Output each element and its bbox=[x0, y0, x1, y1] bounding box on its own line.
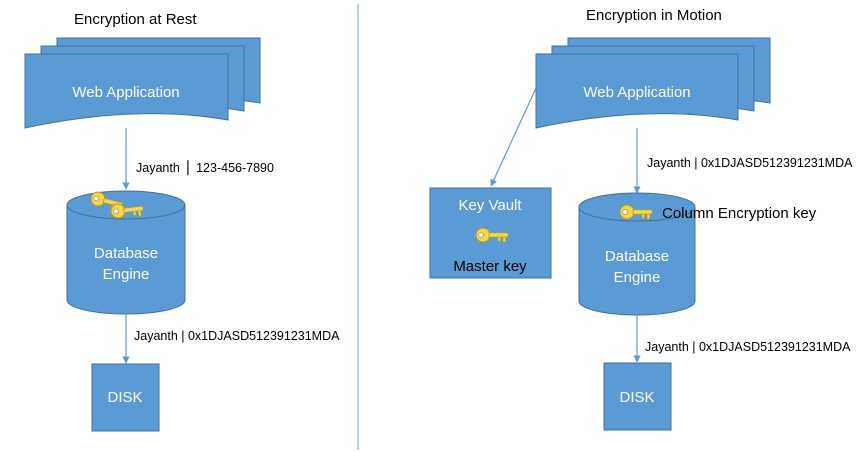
disk-box: DISK bbox=[603, 362, 672, 431]
flow-label-encrypted-disk: Jayanth | 0x1DJASD512391231MDA bbox=[645, 340, 851, 354]
key-vault-label: Key Vault bbox=[458, 197, 522, 214]
database-label-line2: Engine bbox=[614, 269, 661, 286]
web-application-label: Web Application bbox=[583, 84, 690, 101]
flow-label-encrypted-motion: Jayanth | 0x1DJASD512391231MDA bbox=[647, 156, 853, 170]
database-label-line1: Database bbox=[605, 248, 669, 265]
disk-box: DISK bbox=[91, 363, 160, 432]
web-application-shape: Web Application bbox=[24, 37, 261, 129]
column-encryption-key-label: Column Encryption key bbox=[662, 205, 817, 222]
section-title-motion: Encryption in Motion bbox=[586, 7, 722, 24]
flow-label-encrypted: Jayanth | 0x1DJASD512391231MDA bbox=[134, 329, 340, 343]
flow-arrow-web-to-keyvault bbox=[490, 87, 537, 187]
encryption-in-motion-section: Encryption in Motion Web Application Key… bbox=[429, 7, 853, 431]
web-application-label: Web Application bbox=[72, 84, 179, 101]
encryption-at-rest-section: Encryption at Rest Web Application Jayan… bbox=[24, 11, 340, 432]
key-vault-box: Key Vault Master key bbox=[429, 187, 552, 279]
database-label-line1: Database bbox=[94, 245, 158, 262]
flow-label-plaintext: Jayanth ⎪ 123-456-7890 bbox=[136, 159, 274, 176]
web-application-shape: Web Application bbox=[535, 37, 771, 129]
database-label-line2: Engine bbox=[103, 266, 150, 283]
disk-label: DISK bbox=[619, 389, 654, 406]
database-engine-cylinder: Database Engine bbox=[578, 192, 696, 316]
disk-label: DISK bbox=[107, 389, 142, 406]
master-key-label: Master key bbox=[453, 258, 527, 275]
section-title-rest: Encryption at Rest bbox=[74, 11, 197, 28]
